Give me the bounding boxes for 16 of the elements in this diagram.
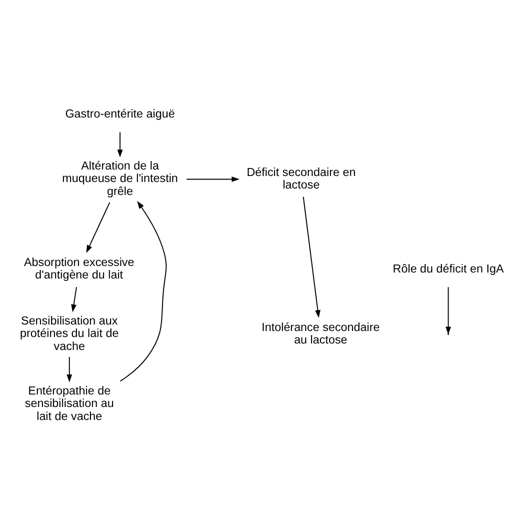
node-text: Rôle du déficit en IgA: [392, 262, 504, 276]
arrow: [120, 201, 167, 382]
node-text: Intolérance secondaire au lactose: [262, 320, 380, 346]
node-text: Entéropathie de sensibilisation au lait de vache: [24, 384, 114, 423]
arrow: [86, 202, 110, 253]
arrow: [302, 196, 320, 318]
arrow: [446, 286, 452, 334]
arrow: [186, 176, 240, 182]
node-text: Altération de la muqueuse de l'intestin grêle: [62, 160, 178, 198]
node-text: Absorption excessive d'antigène du lait: [24, 256, 134, 282]
node-text: Sensibilisation aux protéines du lait de vache: [20, 314, 119, 353]
arrow: [117, 132, 123, 158]
node-text: Déficit secondaire en lactose: [246, 166, 356, 192]
node-text: Gastro-entérite aiguë: [65, 107, 175, 120]
arrow: [71, 286, 77, 312]
arrow: [66, 356, 72, 382]
